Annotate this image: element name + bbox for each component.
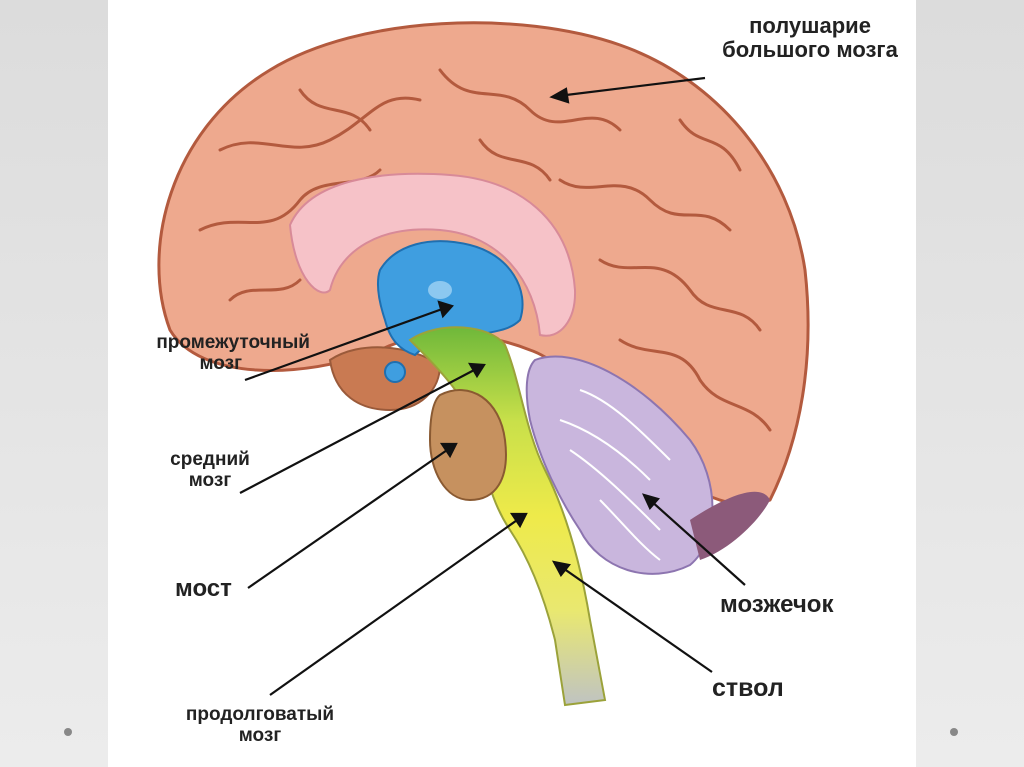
label-midbrain-line1: средний [170, 449, 250, 470]
leader-lines [239, 76, 746, 696]
cerebellum-lower-edge [690, 491, 770, 560]
pituitary [384, 361, 406, 383]
label-diencephalon-line2: мозг [199, 352, 242, 374]
nav-dot-right[interactable] [950, 728, 958, 736]
label-brainstem: ствол [712, 674, 784, 702]
label-diencephalon-line1: промежуточный [156, 332, 310, 353]
label-medulla: продолговатый мозг [160, 704, 360, 747]
left-margin [0, 0, 108, 767]
corpus-callosum [288, 172, 577, 337]
label-cerebellum: мозжечок [720, 591, 834, 618]
label-medulla-line1: продолговатый [185, 704, 335, 725]
right-margin [916, 0, 1024, 767]
pons [428, 389, 507, 502]
arbor-vitae [559, 389, 671, 561]
label-pons: мост [175, 575, 232, 602]
frontal-base [328, 346, 442, 412]
ventricle-highlight [428, 281, 452, 299]
label-medulla-line2: мозг [238, 724, 282, 746]
label-hemisphere-line2: большого мозга [722, 37, 898, 63]
cerebellum [525, 355, 714, 575]
label-midbrain-line2: мозг [188, 469, 232, 491]
label-cerebral-hemisphere: полушарие большого мозга [690, 13, 930, 63]
label-hemisphere-line1: полушарие [749, 13, 871, 38]
nav-dot-left[interactable] [64, 728, 72, 736]
label-midbrain: средний мозг [150, 449, 270, 492]
label-diencephalon: промежуточный мозг [100, 332, 310, 375]
